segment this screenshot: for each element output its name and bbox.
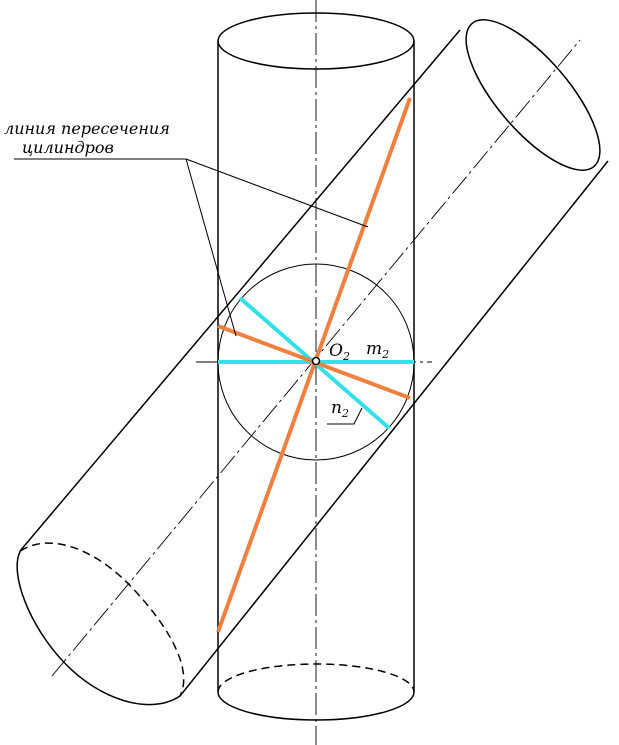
label-o2-sub: 2 (342, 350, 350, 363)
label-m2: m2 (366, 339, 389, 361)
label-m2-letter: m (366, 339, 382, 359)
inclined-cylinder-top-ellipse (465, 19, 601, 171)
label-o2: O2 (329, 341, 350, 363)
intersection-line-long (216, 97, 412, 633)
inclined-cylinder-bottom-visible-arc (16, 550, 181, 706)
label-n2-letter: n (331, 398, 342, 418)
label-n2-sub: 2 (341, 407, 349, 420)
leader-to-long-line (185, 158, 369, 228)
inclined-cylinder (16, 19, 609, 706)
inclined-cylinder-upper-edge (19, 29, 461, 552)
leader-lines (14, 158, 369, 425)
caption-line-2: цилиндров (22, 138, 114, 157)
n2-leader (327, 407, 363, 425)
label-o2-letter: O (329, 341, 343, 361)
inclined-cylinder-lower-edge (179, 160, 609, 697)
leader-to-short-line (185, 158, 237, 337)
center-point-o2 (311, 356, 321, 366)
label-m2-sub: 2 (381, 348, 389, 361)
label-n2: n2 (331, 398, 349, 420)
intersection-lines (216, 97, 412, 633)
caption-line-1: линия пересечения (4, 119, 170, 138)
inclined-cylinder-bottom-hidden-arc (19, 542, 185, 697)
